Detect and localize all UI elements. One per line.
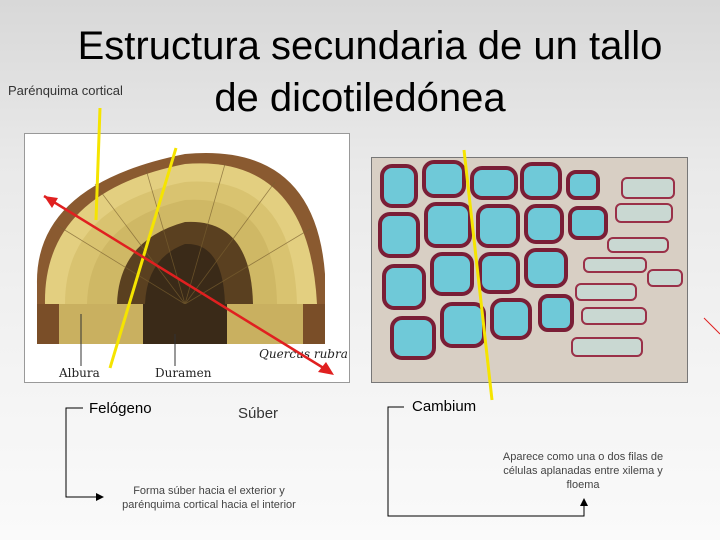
wood-cross-section-figure: Albura Duramen Quercus rubra bbox=[24, 133, 350, 383]
micrograph-illustration bbox=[372, 158, 687, 382]
blue-cells bbox=[378, 160, 608, 360]
note-cambium: Aparece como una o dos filas de células … bbox=[502, 451, 664, 491]
label-felogeno: Felógeno bbox=[89, 400, 152, 417]
slide-title-line2: de dicotiledónea bbox=[214, 76, 506, 120]
label-parenquima-cortical: Parénquima cortical bbox=[8, 83, 123, 98]
figure-label-duramen: Duramen bbox=[155, 366, 212, 380]
label-suber: Súber bbox=[238, 405, 279, 422]
micrograph-cambium bbox=[371, 157, 688, 383]
label-cambium: Cambium bbox=[412, 398, 477, 415]
felogeno-bracket bbox=[65, 407, 98, 498]
note-felogeno: Forma súber hacia el exterior y parénqui… bbox=[122, 485, 296, 511]
figure-label-species: Quercus rubra bbox=[259, 347, 348, 361]
slide-title-line1: Estructura secundaria de un tallo bbox=[77, 24, 663, 68]
figure-label-albura: Albura bbox=[58, 366, 100, 380]
flattened-cambium-cells bbox=[571, 177, 683, 357]
wood-illustration: Albura Duramen Quercus rubra bbox=[36, 153, 348, 380]
